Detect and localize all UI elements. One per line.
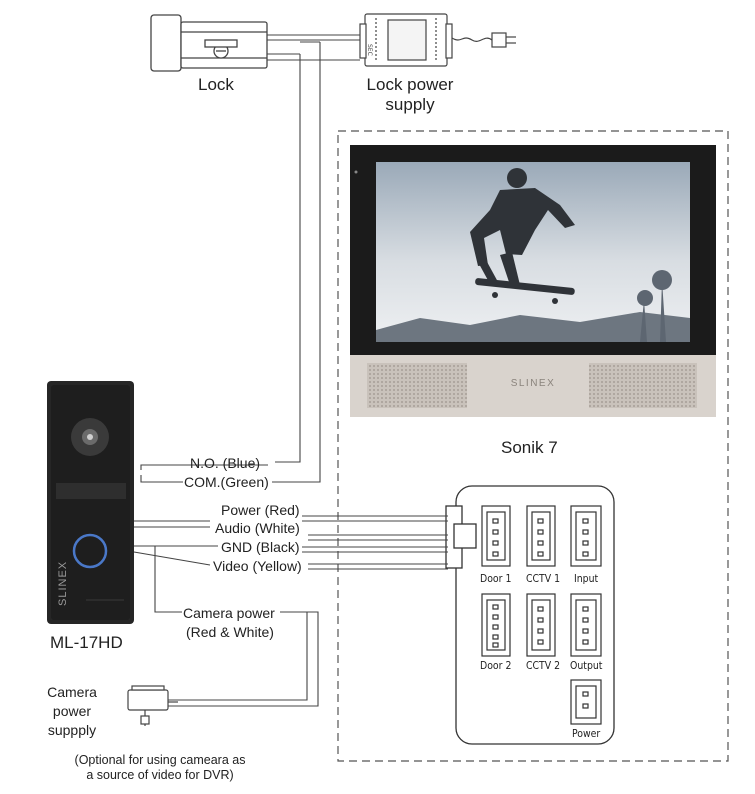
monitor-brand-logo: SLINEX <box>511 378 556 389</box>
monitor-device: SLINEX <box>350 145 716 417</box>
camera-psu-label-line1: Camera <box>47 684 97 700</box>
camera-power-adapter <box>127 685 178 726</box>
wire-label-power: Power (Red) <box>221 502 300 518</box>
wire-label-camera-power-line2: (Red & White) <box>186 624 274 640</box>
connector-output <box>570 593 602 657</box>
lock-device <box>150 14 268 72</box>
connector-label-output: Output <box>570 659 603 672</box>
connector-label-door2: Door 2 <box>480 659 512 672</box>
connector-cctv1 <box>526 505 556 567</box>
lock-psu-label-line1: Lock power <box>366 75 454 94</box>
wire-label-video: Video (Yellow) <box>213 558 302 574</box>
connector-label-power: Power <box>572 727 601 740</box>
lock-psu-marking: SEC <box>366 44 373 56</box>
connector-label-door1: Door 1 <box>480 572 512 585</box>
signal-wires <box>133 515 448 707</box>
camera-psu-label-line2: power <box>52 703 92 719</box>
camera-psu-label-line3: suppply <box>47 722 97 738</box>
connector-cctv2 <box>526 593 556 657</box>
lock-wires <box>140 34 360 483</box>
connector-power <box>570 679 602 725</box>
door-station-name: ML-17HD <box>50 633 123 652</box>
connector-label-input: Input <box>574 572 599 585</box>
lock-label: Lock <box>198 75 234 94</box>
connector-label-cctv1: CCTV 1 <box>526 572 561 585</box>
monitor-area-boundary <box>337 130 729 762</box>
wire-label-com: COM.(Green) <box>184 474 269 490</box>
wire-label-audio: Audio (White) <box>215 520 300 536</box>
door-station-device: SLINEX <box>47 381 134 624</box>
monitor-name: Sonik 7 <box>501 438 558 457</box>
wire-label-gnd: GND (Black) <box>221 539 300 555</box>
connector-door1 <box>481 505 511 567</box>
optional-note-line1: (Optional for using cameara as <box>74 753 246 767</box>
mains-plug <box>451 32 516 48</box>
lock-psu-label-line2: supply <box>385 95 435 114</box>
optional-note-line2: a source of video for DVR) <box>86 768 234 782</box>
door-station-brand-logo: SLINEX <box>57 561 69 606</box>
connector-door2 <box>481 593 511 657</box>
connector-input <box>570 505 602 567</box>
wire-label-camera-power-line1: Camera power <box>183 605 275 621</box>
wire-label-no: N.O. (Blue) <box>190 455 261 471</box>
connector-label-cctv2: CCTV 2 <box>526 659 561 672</box>
lock-power-supply-device: SEC <box>359 13 453 67</box>
